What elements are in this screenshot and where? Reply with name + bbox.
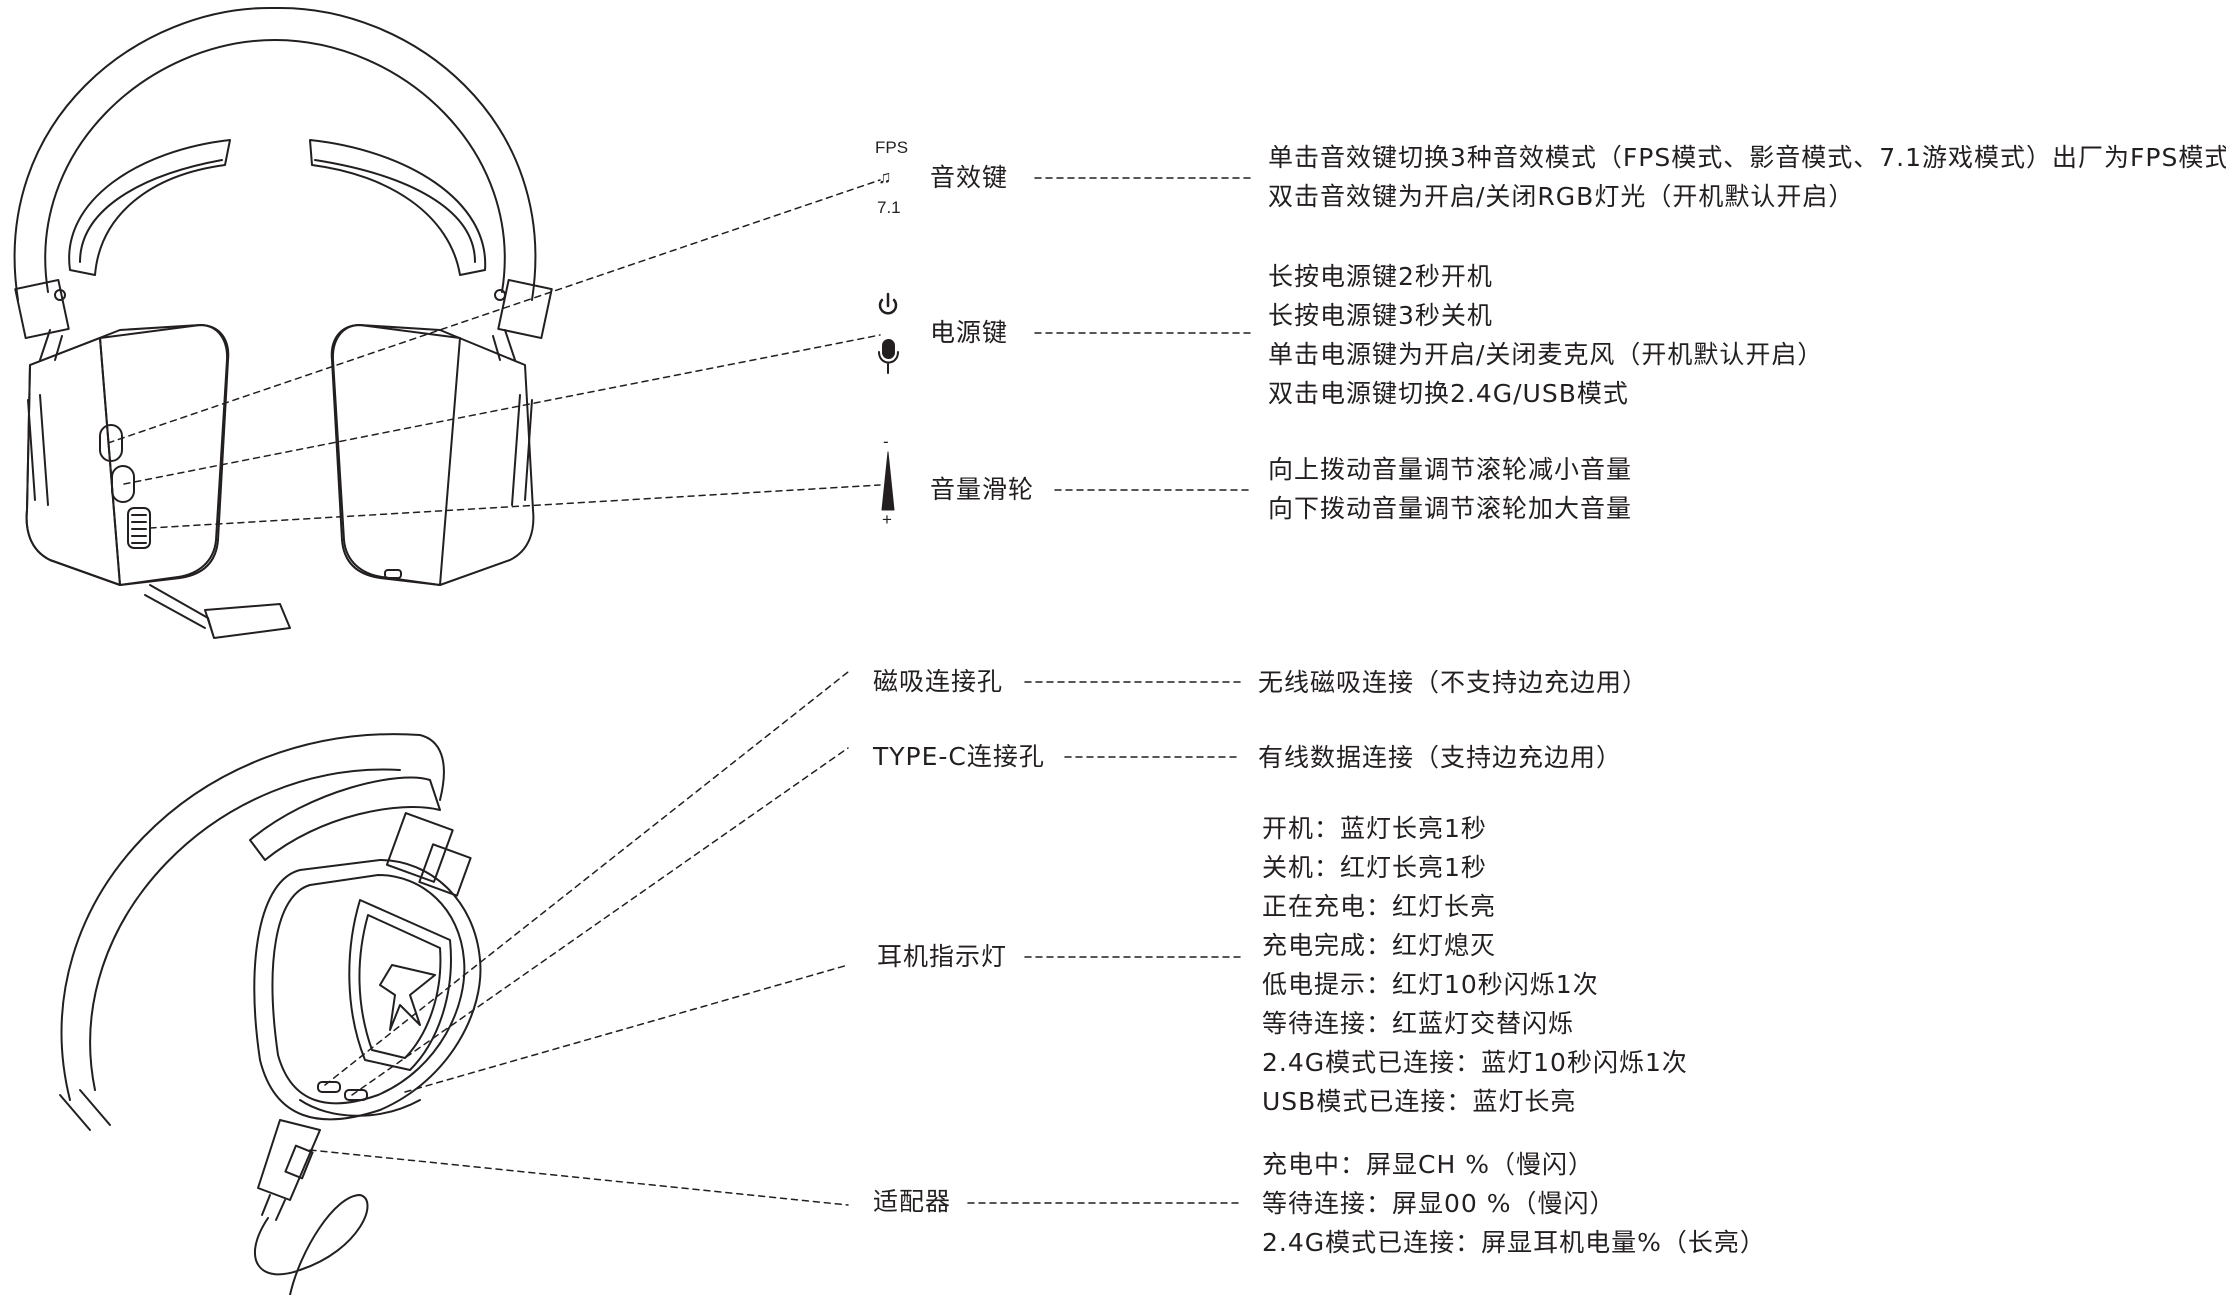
indicator-line-3: 正在充电：红灯长亮 xyxy=(1262,892,1497,921)
power-key-line-4: 双击电源键切换2.4G/USB模式 xyxy=(1268,379,1629,408)
logo-icon xyxy=(379,964,436,1031)
fps-icon-label: FPS xyxy=(875,138,909,157)
adapter-line-3: 2.4G模式已连接：屏显耳机电量%（长亮） xyxy=(1262,1228,1766,1257)
sound-key-label: 音效键 xyxy=(930,163,1009,192)
side-hinge-2 xyxy=(418,843,472,897)
mic-boom xyxy=(144,584,209,629)
earcup-right-side xyxy=(511,394,533,506)
headset-side-view xyxy=(59,733,482,1295)
side-headband-inner xyxy=(89,768,401,1091)
earcup-left-side xyxy=(27,394,49,506)
power-key-line-1: 长按电源键2秒开机 xyxy=(1268,262,1493,291)
indicator-line-8: USB模式已连接：蓝灯长亮 xyxy=(1262,1087,1577,1116)
leader-adapter xyxy=(309,1149,849,1206)
hinge-screw-left xyxy=(54,289,66,301)
headband-outer xyxy=(13,6,537,301)
sound-key-line-1: 单击音效键切换3种音效模式（FPS模式、影音模式、7.1游戏模式）出厂为FPS模… xyxy=(1268,143,2226,172)
indicator-description: 开机：蓝灯长亮1秒 关机：红灯长亮1秒 正在充电：红灯长亮 充电完成：红灯熄灭 … xyxy=(1262,809,1688,1121)
headband-pad-right-inner xyxy=(314,159,476,263)
leader-magnetic xyxy=(324,671,849,1086)
side-port-1 xyxy=(317,1081,341,1093)
adapter-cable xyxy=(261,1194,286,1221)
side-earcup-outer xyxy=(253,859,482,1121)
adapter-description: 充电中：屏显CH %（慢闪） 等待连接：屏显00 %（慢闪） 2.4G模式已连接… xyxy=(1262,1145,1766,1262)
headband-pad-right xyxy=(309,139,487,276)
headset-front-view xyxy=(13,6,553,639)
volume-wheel-art xyxy=(127,507,151,549)
yoke-right xyxy=(492,329,516,361)
leader-wheel-icon xyxy=(149,484,881,529)
power-key-line-2: 长按电源键3秒关机 xyxy=(1268,301,1493,330)
indicator-line-1: 开机：蓝灯长亮1秒 xyxy=(1262,814,1487,843)
mic-head xyxy=(204,603,291,639)
adapter-line-2: 等待连接：屏显00 %（慢闪） xyxy=(1262,1189,1616,1218)
volume-wheel-description: 向上拨动音量调节滚轮减小音量 向下拨动音量调节滚轮加大音量 xyxy=(1268,450,1632,528)
earcup-right-face xyxy=(331,324,461,586)
sound-key-description: 单击音效键切换3种音效模式（FPS模式、影音模式、7.1游戏模式）出厂为FPS模… xyxy=(1268,138,2226,216)
leader-sound-icon xyxy=(107,179,881,444)
earcup-left-cushion xyxy=(25,337,121,586)
adapter-cable-loop xyxy=(253,1194,369,1295)
hinge-screw-right xyxy=(494,289,506,301)
magnetic-port-label: 磁吸连接孔 xyxy=(873,667,1004,696)
magnetic-port-line-1: 无线磁吸连接（不支持边充边用） xyxy=(1258,668,1649,697)
side-headband-outer xyxy=(60,733,445,1101)
side-earcup-inner xyxy=(271,874,466,1105)
leader-lines xyxy=(107,177,1251,1206)
earcup-left xyxy=(25,324,230,586)
adapter-line-1: 充电中：屏显CH %（慢闪） xyxy=(1262,1150,1594,1179)
volume-slider-icon xyxy=(881,451,895,511)
adapter-label: 适配器 xyxy=(873,1187,952,1216)
typec-port-line-1: 有线数据连接（支持边充边用） xyxy=(1258,743,1623,772)
earcup-left-face xyxy=(99,324,229,586)
power-icon xyxy=(878,292,898,315)
adapter-screen xyxy=(284,1144,314,1180)
indicator-label: 耳机指示灯 xyxy=(877,942,1008,971)
indicator-line-7: 2.4G模式已连接：蓝灯10秒闪烁1次 xyxy=(1262,1048,1688,1077)
indicator-line-5: 低电提示：红灯10秒闪烁1次 xyxy=(1262,970,1599,999)
headband-pad-left-inner xyxy=(79,159,223,263)
side-earcup-plate xyxy=(348,899,452,1071)
indicator-line-4: 充电完成：红灯熄灭 xyxy=(1262,931,1497,960)
button-left-2 xyxy=(111,465,135,503)
volume-wheel-line-1: 向上拨动音量调节滚轮减小音量 xyxy=(1268,455,1633,484)
typec-port-description: 有线数据连接（支持边充边用） xyxy=(1258,738,1622,777)
side-hinge xyxy=(385,812,454,883)
volume-wheel-line-2: 向下拨动音量调节滚轮加大音量 xyxy=(1268,494,1633,523)
leader-power-icon xyxy=(123,334,881,485)
typec-port-label: TYPE-C连接孔 xyxy=(873,742,1045,771)
music-note-icon: ♫ xyxy=(878,167,892,187)
hinge-left xyxy=(14,278,70,340)
leader-indicator xyxy=(404,964,849,1093)
indicator-line-6: 等待连接：红蓝灯交替闪烁 xyxy=(1262,1009,1575,1038)
earcup-right-port xyxy=(384,569,402,579)
volume-wheel-label: 音量滑轮 xyxy=(930,475,1035,504)
power-key-description: 长按电源键2秒开机 长按电源键3秒关机 单击电源键为开启/关闭麦克风（开机默认开… xyxy=(1268,257,1823,413)
side-headband-wire xyxy=(59,1089,111,1131)
button-left-1 xyxy=(99,424,123,462)
leader-typec xyxy=(351,747,849,1096)
earcup-right xyxy=(330,324,535,586)
side-port-2 xyxy=(344,1089,368,1101)
indicator-line-2: 关机：红灯长亮1秒 xyxy=(1262,853,1487,882)
side-earcup-rim xyxy=(299,1099,421,1117)
power-key-label: 电源键 xyxy=(930,318,1009,347)
sound-key-line-2: 双击音效键为开启/关闭RGB灯光（开机默认开启） xyxy=(1268,182,1855,211)
side-earcup-plate-inner xyxy=(358,914,442,1059)
side-headband-pad xyxy=(249,776,441,861)
yoke-left xyxy=(39,329,63,361)
headband-pad-left xyxy=(68,139,231,276)
magnetic-port-description: 无线磁吸连接（不支持边充边用） xyxy=(1258,663,1648,702)
headband-inner xyxy=(44,39,506,293)
volume-plus-label: + xyxy=(882,510,892,529)
adapter-body xyxy=(257,1119,321,1201)
hinge-right xyxy=(497,278,553,340)
volume-minus-label: - xyxy=(883,432,889,451)
power-key-line-3: 单击电源键为开启/关闭麦克风（开机默认开启） xyxy=(1268,340,1824,369)
surround-71-icon-label: 7.1 xyxy=(877,198,901,217)
microphone-icon xyxy=(878,339,899,374)
